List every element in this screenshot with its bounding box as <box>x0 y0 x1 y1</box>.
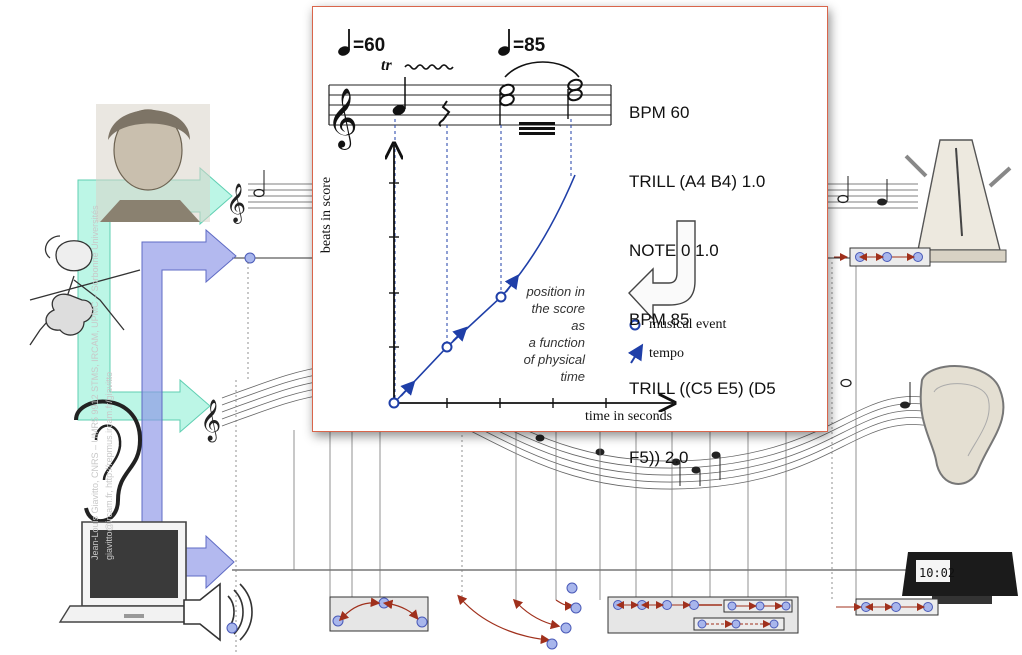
event-point-3 <box>495 291 507 303</box>
tempo-note-60 <box>338 29 350 56</box>
curve-annotation: position in the score as a function of p… <box>499 283 585 385</box>
violinist-sketch <box>29 235 141 346</box>
credit-line-1: Jean-Louis Giavitto, CNRS – UMR5 9912 ST… <box>90 205 100 560</box>
teal-arrow <box>77 166 233 434</box>
tempo-note-85 <box>498 29 510 56</box>
ear-drawing <box>74 399 143 524</box>
wavy-staff-notes <box>535 378 911 486</box>
event-group-bottom-2 <box>607 596 799 634</box>
tempo-arrow-1 <box>400 380 416 397</box>
legend-event-label: musical event <box>649 317 727 332</box>
code-line: BPM 60 <box>629 103 690 122</box>
event-group-bottom-1 <box>329 596 429 632</box>
event-point-2 <box>441 341 453 353</box>
annotation-line: position in <box>526 284 585 299</box>
credit-line-2: giavitto@ircam.fr, http://repmus.ircam.f… <box>104 371 114 560</box>
code-line: TRILL (A4 B4) 1.0 <box>629 172 766 191</box>
tempo-arrow-2 <box>452 326 468 342</box>
y-axis-label: beats in score <box>319 176 334 254</box>
annotation-line: a function <box>528 335 585 350</box>
legend-event-icon <box>629 319 641 331</box>
top-staff-notes <box>253 170 888 206</box>
popup-graphics: 𝄞 <box>327 29 696 431</box>
treble-clef-top: 𝄞 <box>226 183 246 224</box>
annotation-line: the score <box>531 301 585 316</box>
composer-portrait <box>96 104 210 222</box>
event-circle-upper-left <box>244 252 256 264</box>
event-vertical-lines <box>235 262 857 655</box>
event-group-bottom-3 <box>836 598 939 616</box>
trill-squiggle <box>404 64 454 70</box>
popup-chord-1 <box>499 83 555 135</box>
code-line: TRILL ((C5 E5) (D5 <box>629 379 776 398</box>
quarter-rest <box>438 100 451 127</box>
event-group-upper-right <box>834 247 931 267</box>
axis-ticks <box>389 182 607 408</box>
popup-treble-clef: 𝄞 <box>327 88 358 150</box>
annotation-line: of physical <box>523 352 585 367</box>
popup-note-a4 <box>392 77 406 116</box>
laptop-drawing <box>58 521 210 623</box>
code-line: BPM 85 <box>629 310 690 329</box>
popup-staff <box>328 84 612 126</box>
speaker-drawing <box>183 582 253 642</box>
clock-display: 10:02 <box>919 566 955 580</box>
legend-tempo-label: tempo <box>649 346 684 361</box>
annotation-line: time <box>560 369 585 384</box>
code-line: NOTE 0 1.0 <box>629 241 719 260</box>
tie-slur <box>504 61 580 78</box>
popup-chord-2 <box>567 78 583 119</box>
metronome-drawing <box>904 139 1012 263</box>
event-point-1 <box>388 397 400 409</box>
annotation-line: as <box>571 318 585 333</box>
event-scatter-middle <box>457 582 582 650</box>
melting-clock <box>919 365 1005 485</box>
alarm-clock <box>902 552 1018 604</box>
tempo-arrow-3 <box>504 274 520 293</box>
tempo-label-85: =85 <box>513 35 546 56</box>
score-code: BPM 60 TRILL (A4 B4) 1.0 NOTE 0 1.0 BPM … <box>629 55 776 515</box>
projection-lines <box>394 119 572 402</box>
return-arrow <box>628 220 696 321</box>
trill-label: tr <box>381 57 392 74</box>
legend-tempo-icon <box>627 343 644 364</box>
tempo-popup-panel: 𝄞 <box>312 6 828 467</box>
event-circle-speaker <box>226 622 238 634</box>
x-axis-label: time in seconds <box>585 409 673 424</box>
tempo-label-60: =60 <box>353 35 386 56</box>
code-line: F5)) 2.0 <box>629 448 689 467</box>
